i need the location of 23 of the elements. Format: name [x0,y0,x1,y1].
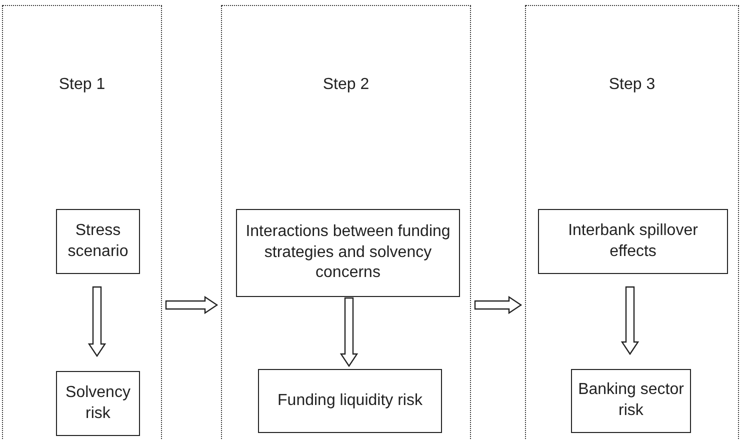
box-label: Stress scenario [66,220,130,262]
process-box [56,209,140,274]
process-box [571,369,691,433]
step-column [525,5,739,440]
block-arrow [340,297,358,368]
box-label: Banking sector risk [577,380,685,421]
box-label: Solvency risk [64,382,132,424]
step-column [2,5,162,440]
step-column [221,5,471,440]
block-arrow [165,296,218,314]
block-arrow [474,296,522,314]
step-heading: Step 3 [608,76,656,94]
box-label: Funding liquidity risk [278,390,422,411]
process-box [56,371,140,436]
block-arrow [620,286,640,356]
block-arrow [88,286,106,358]
box-label: Interactions between funding strategies and solvency concerns [244,222,452,284]
step-heading: Step 1 [58,76,106,94]
box-label: Interbank spillover effects [567,220,699,262]
step-heading: Step 2 [322,76,370,94]
process-box [236,209,460,297]
process-box [538,209,728,274]
process-box [258,369,442,433]
